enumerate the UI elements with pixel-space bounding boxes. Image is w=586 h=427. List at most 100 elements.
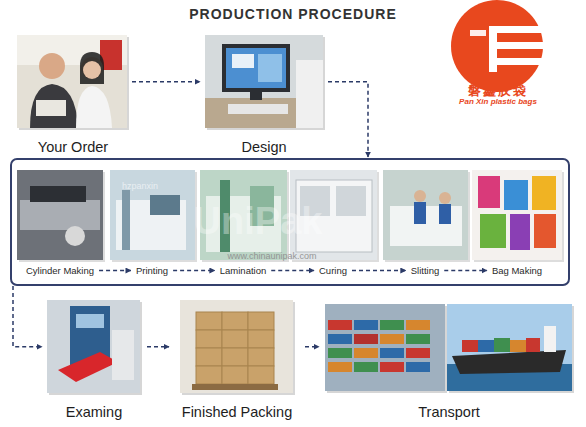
transport-photo xyxy=(380,362,404,372)
transport-photo xyxy=(354,362,378,372)
step-photos xyxy=(110,170,195,260)
order-photo xyxy=(36,100,66,116)
transport-photo xyxy=(406,320,430,330)
design-photo xyxy=(205,35,325,130)
step-photos xyxy=(336,186,366,216)
transport-photo xyxy=(328,348,352,358)
packing-photo xyxy=(222,366,248,384)
packing-photo xyxy=(196,366,222,384)
transport-photo xyxy=(526,338,540,352)
design-photo xyxy=(232,54,254,68)
step-photos xyxy=(122,190,130,250)
packing-photo xyxy=(196,348,222,366)
examing-photo xyxy=(76,314,104,328)
process-stage: Design xyxy=(203,35,325,155)
packing-photo xyxy=(222,330,248,348)
company-logo xyxy=(451,0,553,92)
step-photos xyxy=(65,226,85,246)
transport-photo xyxy=(447,304,572,391)
transport-photo xyxy=(325,304,574,393)
step-photos xyxy=(510,214,530,250)
transport-photo xyxy=(354,348,378,358)
flow-arrow xyxy=(305,346,319,348)
step-caption: Design xyxy=(203,139,325,155)
process-step: Bag Making xyxy=(490,264,544,277)
packing-photo xyxy=(248,366,274,384)
design-photo xyxy=(226,48,286,88)
order-photo xyxy=(30,84,78,128)
flow-arrow xyxy=(13,286,42,347)
company-logo xyxy=(470,30,486,36)
step-photos xyxy=(480,214,506,248)
process-step: Lamination xyxy=(218,264,268,277)
flow-arrow xyxy=(328,82,368,157)
transport-photo xyxy=(380,320,404,330)
transport-photo xyxy=(328,362,352,372)
company-logo xyxy=(497,42,553,49)
flow-arrow xyxy=(352,270,406,272)
step-caption: Finished Packing xyxy=(172,404,302,420)
step-caption: Printing xyxy=(136,264,168,277)
process-stage: Transport xyxy=(322,298,576,420)
design-photo xyxy=(228,104,288,114)
transport-photo xyxy=(406,362,430,372)
process-step: Printing xyxy=(134,264,170,277)
step-photos xyxy=(478,176,500,208)
transport-photo xyxy=(354,320,378,330)
transport-photo xyxy=(354,334,378,344)
transport-photo xyxy=(478,340,494,352)
step-caption: Cylinder Making xyxy=(26,264,94,277)
transport-photo xyxy=(328,320,352,330)
examing-photo xyxy=(47,300,142,395)
order-photo xyxy=(17,35,127,128)
flow-arrow xyxy=(444,270,487,272)
transport-photo xyxy=(328,320,430,372)
watermark: hzpanxin xyxy=(122,181,158,191)
diagram-title: PRODUCTION PROCEDURE xyxy=(0,6,586,22)
step-caption: Your Order xyxy=(17,139,129,155)
step-photos xyxy=(20,200,100,230)
process-step: Slitting xyxy=(409,264,442,277)
packing-photo xyxy=(196,312,274,384)
packing-photo xyxy=(248,330,274,348)
step-photos xyxy=(30,186,86,202)
step-photos xyxy=(532,176,556,210)
step-photos xyxy=(17,170,564,262)
examing-photo xyxy=(58,352,118,382)
transport-photo xyxy=(406,334,430,344)
transport-photo xyxy=(544,326,556,352)
design-photo xyxy=(250,92,262,100)
transport-photo xyxy=(494,338,510,352)
process-stage: Finished Packing xyxy=(172,298,302,420)
company-logo xyxy=(497,26,553,33)
watermark: UniPak xyxy=(194,200,323,243)
packing-photo xyxy=(222,312,248,330)
order-photo xyxy=(17,35,129,130)
design-photo xyxy=(205,35,323,128)
order-photo xyxy=(80,52,104,84)
design-photo xyxy=(222,44,290,92)
examing-photo xyxy=(112,330,134,380)
transport-photo xyxy=(380,334,404,344)
examing-photo xyxy=(47,300,140,393)
company-logo xyxy=(489,26,497,72)
order-photo xyxy=(76,86,112,128)
order-photo xyxy=(83,61,101,79)
step-caption: Lamination xyxy=(220,264,266,277)
process-stage: Your Order xyxy=(17,35,129,155)
watermark: www.chinaunipak.com xyxy=(227,251,316,261)
packing-photo xyxy=(248,312,274,330)
step-photos xyxy=(439,204,451,224)
packing-photo xyxy=(192,384,278,390)
transport-photo xyxy=(406,348,430,358)
transport-photo xyxy=(380,348,404,358)
step-photos xyxy=(534,214,556,248)
step-caption: Bag Making xyxy=(492,264,542,277)
design-photo xyxy=(258,54,282,82)
step-caption: Slitting xyxy=(411,264,440,277)
flow-arrow xyxy=(271,270,314,272)
flow-arrow xyxy=(173,270,215,272)
packing-photo xyxy=(248,348,274,366)
step-photos xyxy=(414,190,426,202)
packing-photo xyxy=(196,312,222,330)
